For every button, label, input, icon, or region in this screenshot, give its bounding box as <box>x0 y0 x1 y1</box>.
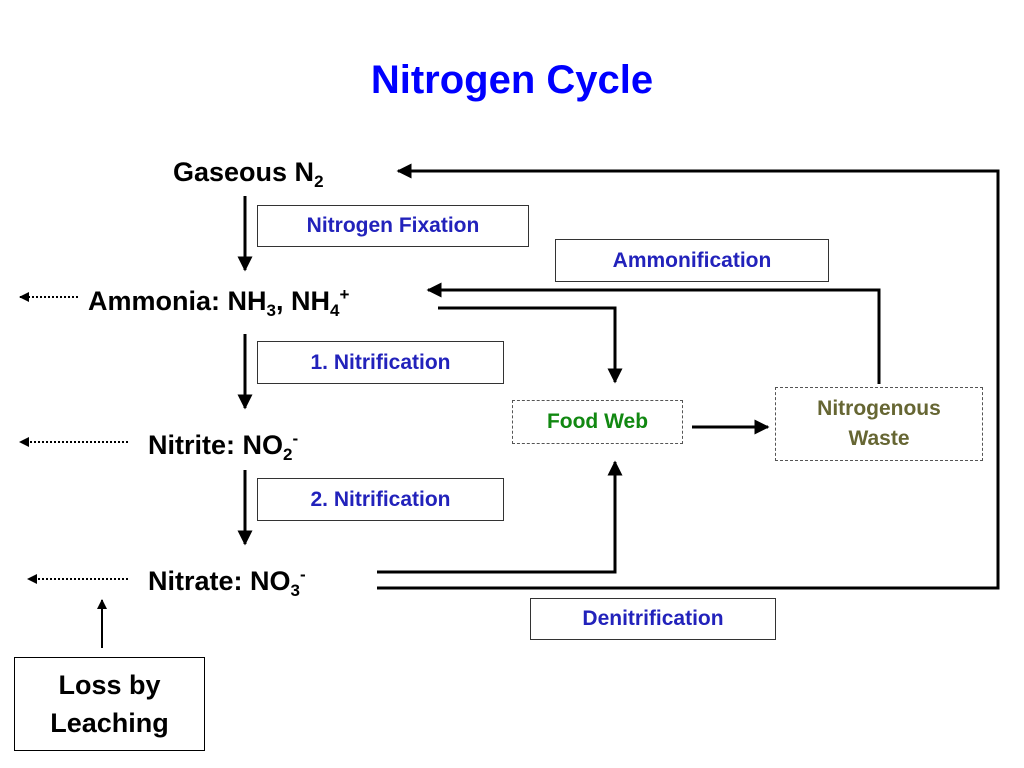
node-nitrate: Nitrate: NO3- <box>148 565 306 600</box>
node-nitrite: Nitrite: NO2- <box>148 429 299 464</box>
arrow-waste-to-ammonia <box>426 282 881 384</box>
leaching-line-2: Leaching <box>50 708 169 738</box>
label-ammonification: Ammonification <box>555 239 829 282</box>
label-nitrification-1: 1. Nitrification <box>257 341 504 384</box>
label-nitrification-2: 2. Nitrification <box>257 478 504 521</box>
arrow-nitrate-to-foodweb <box>377 460 623 574</box>
node-gaseous-n2: Gaseous N2 <box>173 157 324 191</box>
arrow-nitrate-to-n2 <box>377 163 1000 590</box>
waste-line-2: Waste <box>848 427 910 450</box>
node-nitrogenous-waste: Nitrogenous Waste <box>775 387 983 461</box>
node-food-web: Food Web <box>512 400 683 444</box>
arrow-ammonia-to-foodweb <box>438 306 623 384</box>
label-nitrogen-fixation: Nitrogen Fixation <box>257 205 529 247</box>
node-loss-by-leaching: Loss by Leaching <box>14 657 205 751</box>
node-ammonia: Ammonia: NH3, NH4+ <box>88 285 350 320</box>
page-title: Nitrogen Cycle <box>370 58 654 102</box>
waste-line-1: Nitrogenous <box>817 397 941 420</box>
leaching-line-1: Loss by <box>58 670 161 700</box>
label-denitrification: Denitrification <box>530 598 776 640</box>
